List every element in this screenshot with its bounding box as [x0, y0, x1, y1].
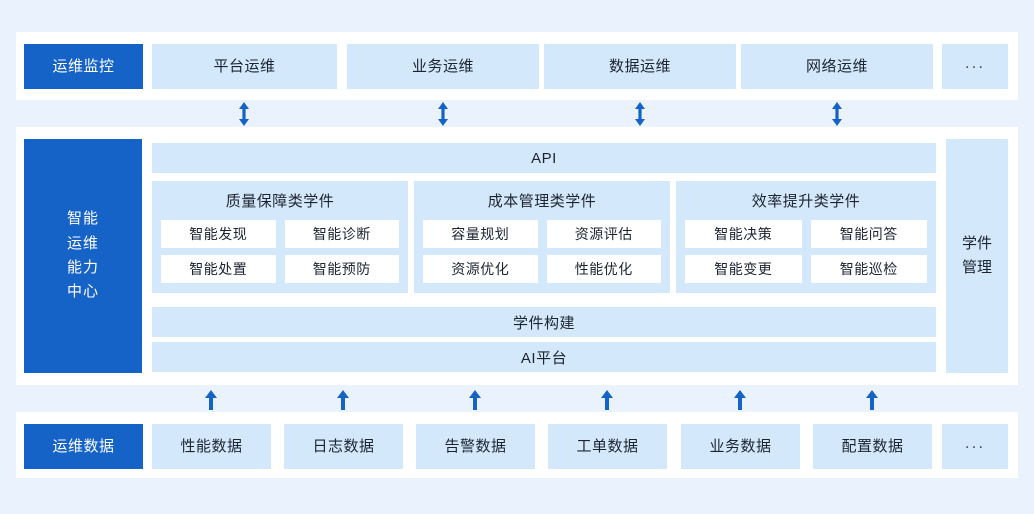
capability-group-quality: 质量保障类学件 智能发现 智能诊断 智能处置 智能预防: [152, 181, 408, 293]
top-row-item-more[interactable]: ...: [942, 44, 1008, 89]
capability-chip[interactable]: 智能巡检: [810, 255, 927, 283]
double-headed-vertical-arrow-icon: [828, 101, 846, 127]
top-row-item-network-ops[interactable]: 网络运维: [741, 44, 933, 89]
up-arrow-icon: [598, 389, 616, 411]
capability-chip[interactable]: 智能发现: [161, 220, 276, 248]
capability-group-grid: 智能发现 智能诊断 智能处置 智能预防: [152, 220, 408, 283]
up-arrow-icon: [202, 389, 220, 411]
ai-platform-bar[interactable]: AI平台: [152, 342, 936, 372]
capability-chip[interactable]: 资源优化: [423, 255, 538, 283]
capability-chip[interactable]: 性能优化: [546, 255, 661, 283]
capability-chip[interactable]: 资源评估: [546, 220, 661, 248]
bottom-row-item-alarm-data[interactable]: 告警数据: [416, 424, 535, 469]
up-arrow-icon: [863, 389, 881, 411]
capability-group-title: 质量保障类学件: [225, 193, 335, 210]
bottom-row-header[interactable]: 运维数据: [24, 424, 143, 469]
capability-group-grid: 容量规划 资源评估 资源优化 性能优化: [414, 220, 670, 283]
up-arrow-icon: [731, 389, 749, 411]
capability-chip[interactable]: 智能问答: [810, 220, 927, 248]
bottom-row-item-more[interactable]: ...: [942, 424, 1008, 469]
learnware-management-label-text: 学件 管理: [961, 234, 992, 276]
bottom-row-item-ticket-data[interactable]: 工单数据: [548, 424, 667, 469]
capability-chip[interactable]: 智能决策: [685, 220, 802, 248]
top-row-header[interactable]: 运维监控: [24, 44, 143, 89]
capability-center-label[interactable]: 智能 运维 能力 中心: [24, 139, 142, 373]
capability-chip[interactable]: 智能诊断: [284, 220, 399, 248]
bottom-row-item-log-data[interactable]: 日志数据: [284, 424, 403, 469]
capability-group-cost: 成本管理类学件 容量规划 资源评估 资源优化 性能优化: [414, 181, 670, 293]
capability-group-title: 成本管理类学件: [487, 193, 597, 210]
up-arrow-icon: [334, 389, 352, 411]
bottom-row-item-business-data[interactable]: 业务数据: [681, 424, 800, 469]
bottom-row-item-performance-data[interactable]: 性能数据: [152, 424, 271, 469]
double-headed-vertical-arrow-icon: [235, 101, 253, 127]
capability-chip[interactable]: 智能预防: [284, 255, 399, 283]
capability-group-title: 效率提升类学件: [751, 193, 861, 210]
learnware-build-bar[interactable]: 学件构建: [152, 307, 936, 337]
capability-chip[interactable]: 智能处置: [161, 255, 276, 283]
capability-chip[interactable]: 容量规划: [423, 220, 538, 248]
top-row-item-business-ops[interactable]: 业务运维: [347, 44, 539, 89]
top-row-item-platform-ops[interactable]: 平台运维: [152, 44, 337, 89]
bottom-row-item-config-data[interactable]: 配置数据: [813, 424, 932, 469]
capability-group-grid: 智能决策 智能问答 智能变更 智能巡检: [676, 220, 936, 283]
capability-center-label-text: 智能 运维 能力 中心: [66, 210, 99, 301]
top-row-item-data-ops[interactable]: 数据运维: [544, 44, 736, 89]
capability-group-efficiency: 效率提升类学件 智能决策 智能问答 智能变更 智能巡检: [676, 181, 936, 293]
double-headed-vertical-arrow-icon: [434, 101, 452, 127]
double-headed-vertical-arrow-icon: [631, 101, 649, 127]
api-bar[interactable]: API: [152, 143, 936, 173]
learnware-management-label[interactable]: 学件 管理: [946, 139, 1008, 373]
up-arrow-icon: [466, 389, 484, 411]
capability-chip[interactable]: 智能变更: [685, 255, 802, 283]
